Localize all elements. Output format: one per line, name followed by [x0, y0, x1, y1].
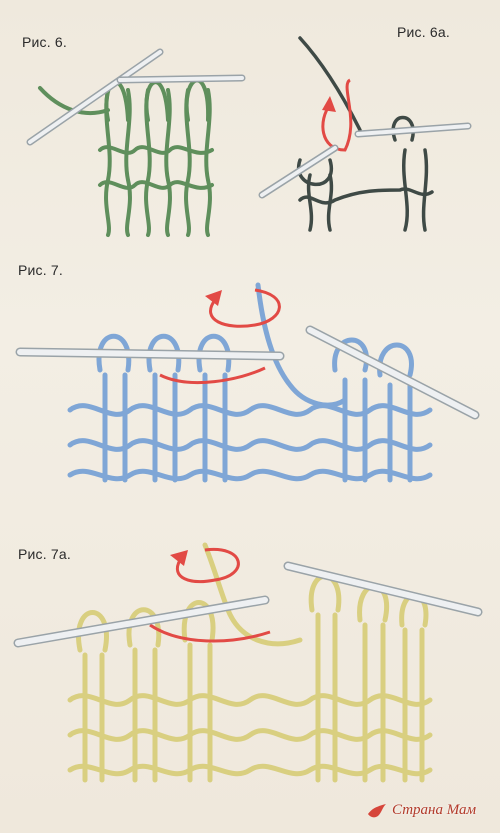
caption-fig-6: Рис. 6.	[22, 34, 68, 50]
red-arrow	[176, 547, 240, 584]
caption-fig-7a: Рис. 7а.	[18, 546, 71, 562]
caption-fig-6a: Рис. 6а.	[397, 24, 450, 40]
stitch-row	[67, 468, 433, 482]
stitch-row	[67, 693, 433, 707]
red-arrow	[149, 623, 271, 643]
needle	[13, 561, 483, 648]
red-arrow	[159, 366, 266, 385]
stitch-column	[421, 148, 429, 232]
stitch-row	[98, 180, 214, 190]
arrow-head	[322, 96, 336, 112]
stitch-loop	[181, 600, 216, 643]
needle	[258, 122, 472, 199]
caption-fig-7: Рис. 7.	[18, 262, 64, 278]
working-yarn	[298, 36, 362, 132]
stitch-column	[306, 173, 314, 232]
watermark-text: Страна Мам	[392, 802, 477, 818]
needle	[26, 48, 246, 146]
stitch-row	[67, 728, 433, 742]
stitch-row	[67, 438, 433, 452]
arrow-head	[205, 290, 222, 306]
dove-icon	[368, 804, 386, 818]
stitch-row	[98, 145, 214, 155]
stitch-row	[67, 763, 433, 777]
needle	[15, 325, 480, 420]
red-arrow	[209, 288, 281, 328]
stitch-column	[402, 148, 409, 232]
working-yarn	[202, 542, 303, 647]
stitch-row	[298, 187, 434, 205]
arrow-head	[170, 550, 188, 566]
stitch-row	[67, 403, 433, 417]
red-arrow	[321, 78, 353, 152]
